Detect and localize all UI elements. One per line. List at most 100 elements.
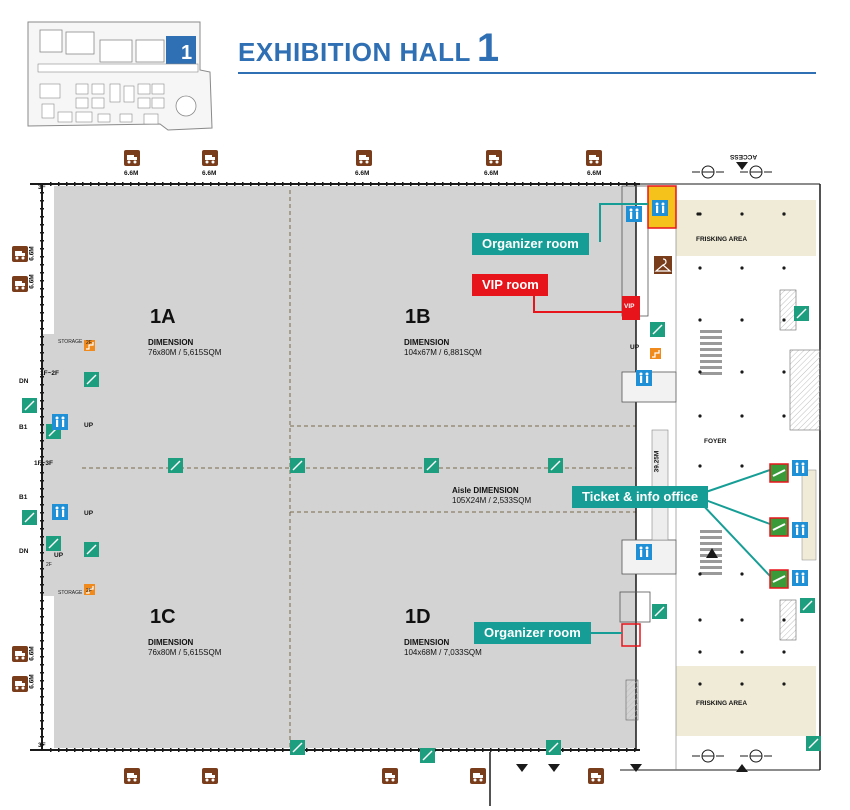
stairs-icon[interactable] — [84, 584, 95, 595]
access-label: ACCESS — [730, 153, 758, 160]
title-number: 1 — [476, 26, 500, 70]
door-width-label: 6.6M — [587, 170, 602, 177]
restroom-icon[interactable] — [636, 544, 652, 560]
hall-1b-dimension: DIMENSION 104x67M / 6,881SQM — [404, 338, 482, 357]
hall-1d-floor[interactable] — [290, 468, 636, 748]
restroom-icon[interactable] — [636, 370, 652, 386]
hall-1b-label[interactable]: 1B — [405, 306, 431, 328]
hall-1a-floor[interactable] — [54, 186, 290, 468]
site-minimap[interactable] — [27, 21, 213, 131]
door-width-label: 6.6M — [124, 170, 139, 177]
foyer-width-label: 39.25M — [653, 450, 661, 473]
access-arrow-icon[interactable] — [736, 162, 748, 170]
floor-2f-label: 2F — [46, 562, 52, 568]
hall-1c-label[interactable]: 1C — [150, 606, 176, 628]
door-width-label: 6.6M — [355, 170, 370, 177]
door-width-label: 6.6M — [202, 170, 217, 177]
restroom-icon[interactable] — [792, 570, 808, 586]
door-width-label: 6.6M — [28, 274, 36, 289]
truck-icon[interactable] — [12, 276, 28, 292]
truck-icon[interactable] — [12, 646, 28, 662]
truck-icon[interactable] — [470, 768, 486, 784]
truck-icon[interactable] — [202, 768, 218, 784]
vip-tag: VIP — [624, 303, 635, 310]
truck-icon[interactable] — [382, 768, 398, 784]
gate-icon[interactable] — [692, 165, 724, 179]
elevator-icon[interactable] — [22, 398, 37, 413]
vip-room-callout[interactable]: VIP room — [472, 274, 548, 296]
lift-icons — [22, 306, 821, 763]
cloakroom-icon[interactable] — [654, 256, 672, 274]
organizer-room-top-callout[interactable]: Organizer room — [472, 233, 589, 255]
truck-icon[interactable] — [124, 768, 140, 784]
restroom-icon[interactable] — [52, 414, 68, 430]
elevator-icon[interactable] — [424, 458, 439, 473]
organizer-room-bottom-callout[interactable]: Organizer room — [474, 622, 591, 644]
page-title: EXHIBITION HALL 1 — [238, 26, 500, 70]
restroom-icon[interactable] — [652, 200, 668, 216]
hall-1d-dimension: DIMENSION 104x68M / 7,033SQM — [404, 638, 482, 657]
ticket-info-callout[interactable]: Ticket & info office — [572, 486, 709, 508]
label-up: UP — [84, 422, 94, 429]
elevator-icon[interactable] — [794, 306, 809, 321]
frisking-area-bottom[interactable] — [676, 666, 816, 736]
elevator-icon[interactable] — [22, 510, 37, 525]
elevator-icon[interactable] — [806, 736, 821, 751]
elevator-icon[interactable] — [548, 458, 563, 473]
truck-icon[interactable] — [12, 246, 28, 262]
loading-docks — [12, 150, 604, 784]
elevator-icon[interactable] — [800, 598, 815, 613]
foyer-area — [619, 185, 821, 770]
stairs-icon[interactable] — [650, 348, 661, 359]
label-up: UP — [84, 510, 94, 517]
door-width-label: 6.6M — [484, 170, 499, 177]
frisking-area-top-label: FRISKING AREA — [696, 236, 748, 243]
truck-icon[interactable] — [12, 676, 28, 692]
wall-ticks — [40, 182, 636, 752]
gate-icons — [692, 165, 772, 763]
restroom-icon[interactable] — [792, 460, 808, 476]
gate-icon[interactable] — [740, 165, 772, 179]
restroom-icon[interactable] — [792, 522, 808, 538]
elevator-icon[interactable] — [652, 604, 667, 619]
elevator-icon[interactable] — [650, 322, 665, 337]
ticket-office-icon[interactable] — [769, 517, 789, 537]
floor-2f-label: 2F — [86, 588, 92, 594]
ticket-office-icon[interactable] — [769, 463, 789, 483]
hall-1c-floor[interactable] — [54, 468, 290, 748]
column-dots — [696, 212, 786, 686]
elevator-icon[interactable] — [290, 458, 305, 473]
elevator-icon[interactable] — [46, 536, 61, 551]
elevator-icon[interactable] — [290, 740, 305, 755]
organizer-room-bottom-highlight[interactable] — [621, 623, 641, 647]
ticket-office-icons — [769, 463, 789, 589]
ticket-office-icon[interactable] — [769, 569, 789, 589]
elevator-icon[interactable] — [546, 740, 561, 755]
stairs-icon[interactable] — [84, 340, 95, 351]
truck-icon[interactable] — [586, 150, 602, 166]
storage-label: STORAGE — [58, 339, 83, 345]
hall-1d-label[interactable]: 1D — [405, 606, 431, 628]
elevator-icon[interactable] — [84, 542, 99, 557]
gate-icon[interactable] — [692, 749, 724, 763]
restroom-icon[interactable] — [626, 206, 642, 222]
hall-1a-label[interactable]: 1A — [150, 306, 176, 328]
hall-1c-dimension: DIMENSION 76x80M / 5,615SQM — [148, 638, 222, 657]
hall-floors — [42, 186, 636, 748]
truck-icon[interactable] — [202, 150, 218, 166]
restroom-icon[interactable] — [52, 504, 68, 520]
elevator-icon[interactable] — [168, 458, 183, 473]
truck-icon[interactable] — [124, 150, 140, 166]
vip-room-marker[interactable] — [622, 296, 640, 320]
truck-icon[interactable] — [356, 150, 372, 166]
truck-icon[interactable] — [486, 150, 502, 166]
truck-icon[interactable] — [588, 768, 604, 784]
frisking-area-top[interactable] — [676, 200, 816, 256]
elevator-icon[interactable] — [420, 748, 435, 763]
elevator-icon[interactable] — [84, 372, 99, 387]
door-width-label: 6.6M — [28, 246, 36, 261]
foyer-label: FOYER — [704, 438, 727, 445]
gate-icon[interactable] — [740, 749, 772, 763]
